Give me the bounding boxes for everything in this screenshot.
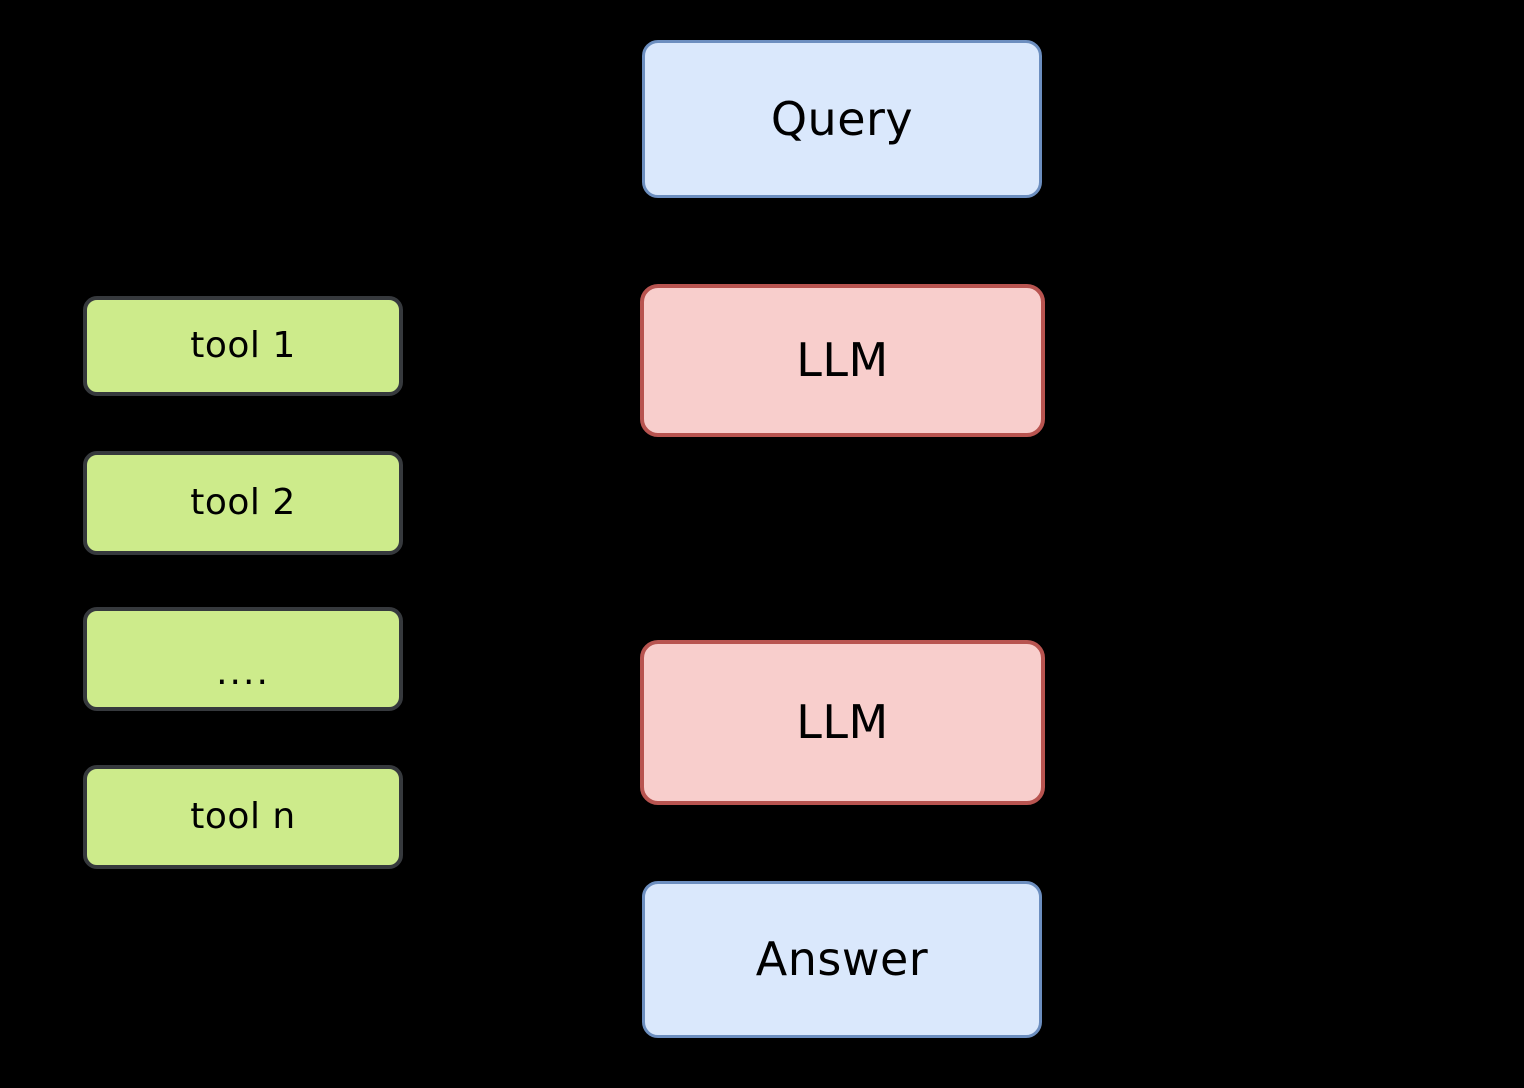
tool-node-n[interactable]: tool n (83, 765, 403, 869)
tool-node-2[interactable]: tool 2 (83, 451, 403, 555)
tool-node-ellipsis-label: .... (216, 651, 270, 693)
llm-node-second-label: LLM (796, 695, 889, 750)
llm-node-first-label: LLM (796, 333, 889, 388)
tool-node-2-label: tool 2 (190, 482, 296, 524)
query-node-label: Query (770, 91, 914, 146)
answer-node-label: Answer (755, 932, 929, 987)
tool-node-ellipsis[interactable]: .... (83, 607, 403, 711)
llm-node-second[interactable]: LLM (640, 640, 1045, 805)
query-node[interactable]: Query (642, 40, 1042, 198)
tool-node-n-label: tool n (190, 796, 296, 838)
answer-node[interactable]: Answer (642, 881, 1042, 1038)
tool-node-1-label: tool 1 (190, 325, 296, 367)
tool-node-1[interactable]: tool 1 (83, 296, 403, 396)
llm-node-first[interactable]: LLM (640, 284, 1045, 437)
